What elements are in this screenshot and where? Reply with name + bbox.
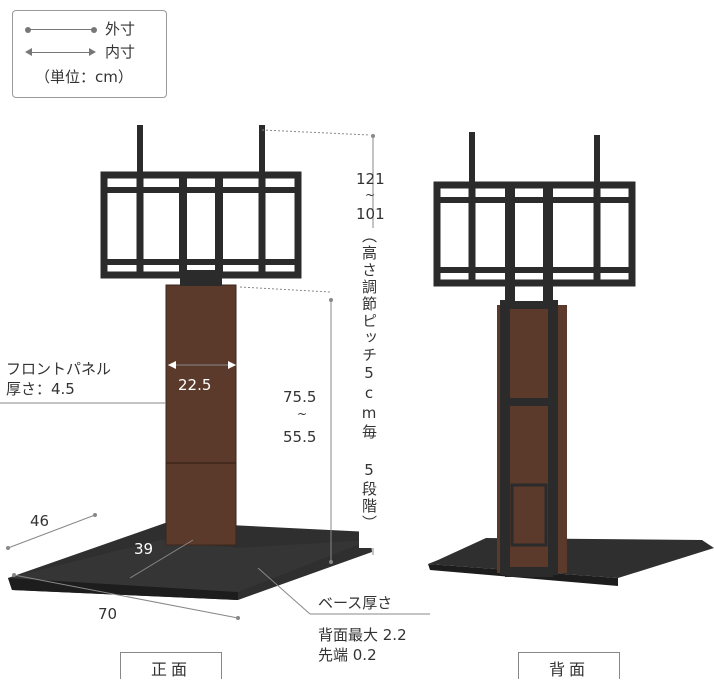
height-min-label: 101 bbox=[356, 205, 385, 223]
front-panel-thickness: 厚さ：4.5 bbox=[6, 380, 75, 398]
front-vesa-bracket bbox=[100, 125, 302, 279]
front-view-caption-box: 正面 bbox=[120, 652, 222, 679]
outer-dim-dot-right bbox=[91, 27, 97, 33]
front-base-top bbox=[8, 540, 370, 592]
base-thickness-tip: 先端 0.2 bbox=[318, 646, 377, 664]
panel-height-min-label: 55.5 bbox=[283, 428, 317, 446]
base-width-label: 70 bbox=[98, 605, 118, 623]
panel-height-tilde: ~ bbox=[297, 407, 308, 421]
back-view-caption: 背面 bbox=[548, 660, 589, 679]
base-thickness-label: ベース厚さ bbox=[318, 594, 393, 612]
unit-label: （単位：cm） bbox=[35, 68, 133, 86]
front-panel-label: フロントパネル bbox=[6, 360, 112, 378]
base-depth-label: 46 bbox=[30, 512, 50, 530]
back-vesa-bracket bbox=[433, 132, 636, 305]
height-max-label: 121 bbox=[356, 170, 385, 188]
front-wood-panel bbox=[166, 285, 236, 545]
inner-dim-arrow-left bbox=[25, 48, 32, 56]
height-tilde: ~ bbox=[365, 188, 376, 202]
outer-dim-label: 外寸 bbox=[105, 20, 136, 38]
inner-dim-arrow-right bbox=[89, 48, 96, 56]
front-base-edge bbox=[8, 578, 238, 600]
base-thickness-back: 背面最大 2.2 bbox=[318, 626, 407, 644]
base-inner-label: 39 bbox=[134, 540, 154, 558]
back-view-caption-box: 背面 bbox=[518, 652, 620, 679]
height-adjust-note: （高さ調節ピッチ5cm毎 5段階） bbox=[359, 228, 380, 548]
outer-dim-dot-left bbox=[25, 27, 31, 33]
dimension-legend: 外寸 内寸 （単位：cm） bbox=[12, 10, 167, 98]
outer-dim-line bbox=[28, 29, 94, 30]
panel-width-label: 22.5 bbox=[178, 376, 212, 394]
front-view-caption: 正面 bbox=[150, 660, 191, 679]
inner-dim-label: 内寸 bbox=[105, 43, 136, 61]
panel-height-max-label: 75.5 bbox=[283, 388, 317, 406]
inner-dim-line bbox=[30, 52, 90, 53]
